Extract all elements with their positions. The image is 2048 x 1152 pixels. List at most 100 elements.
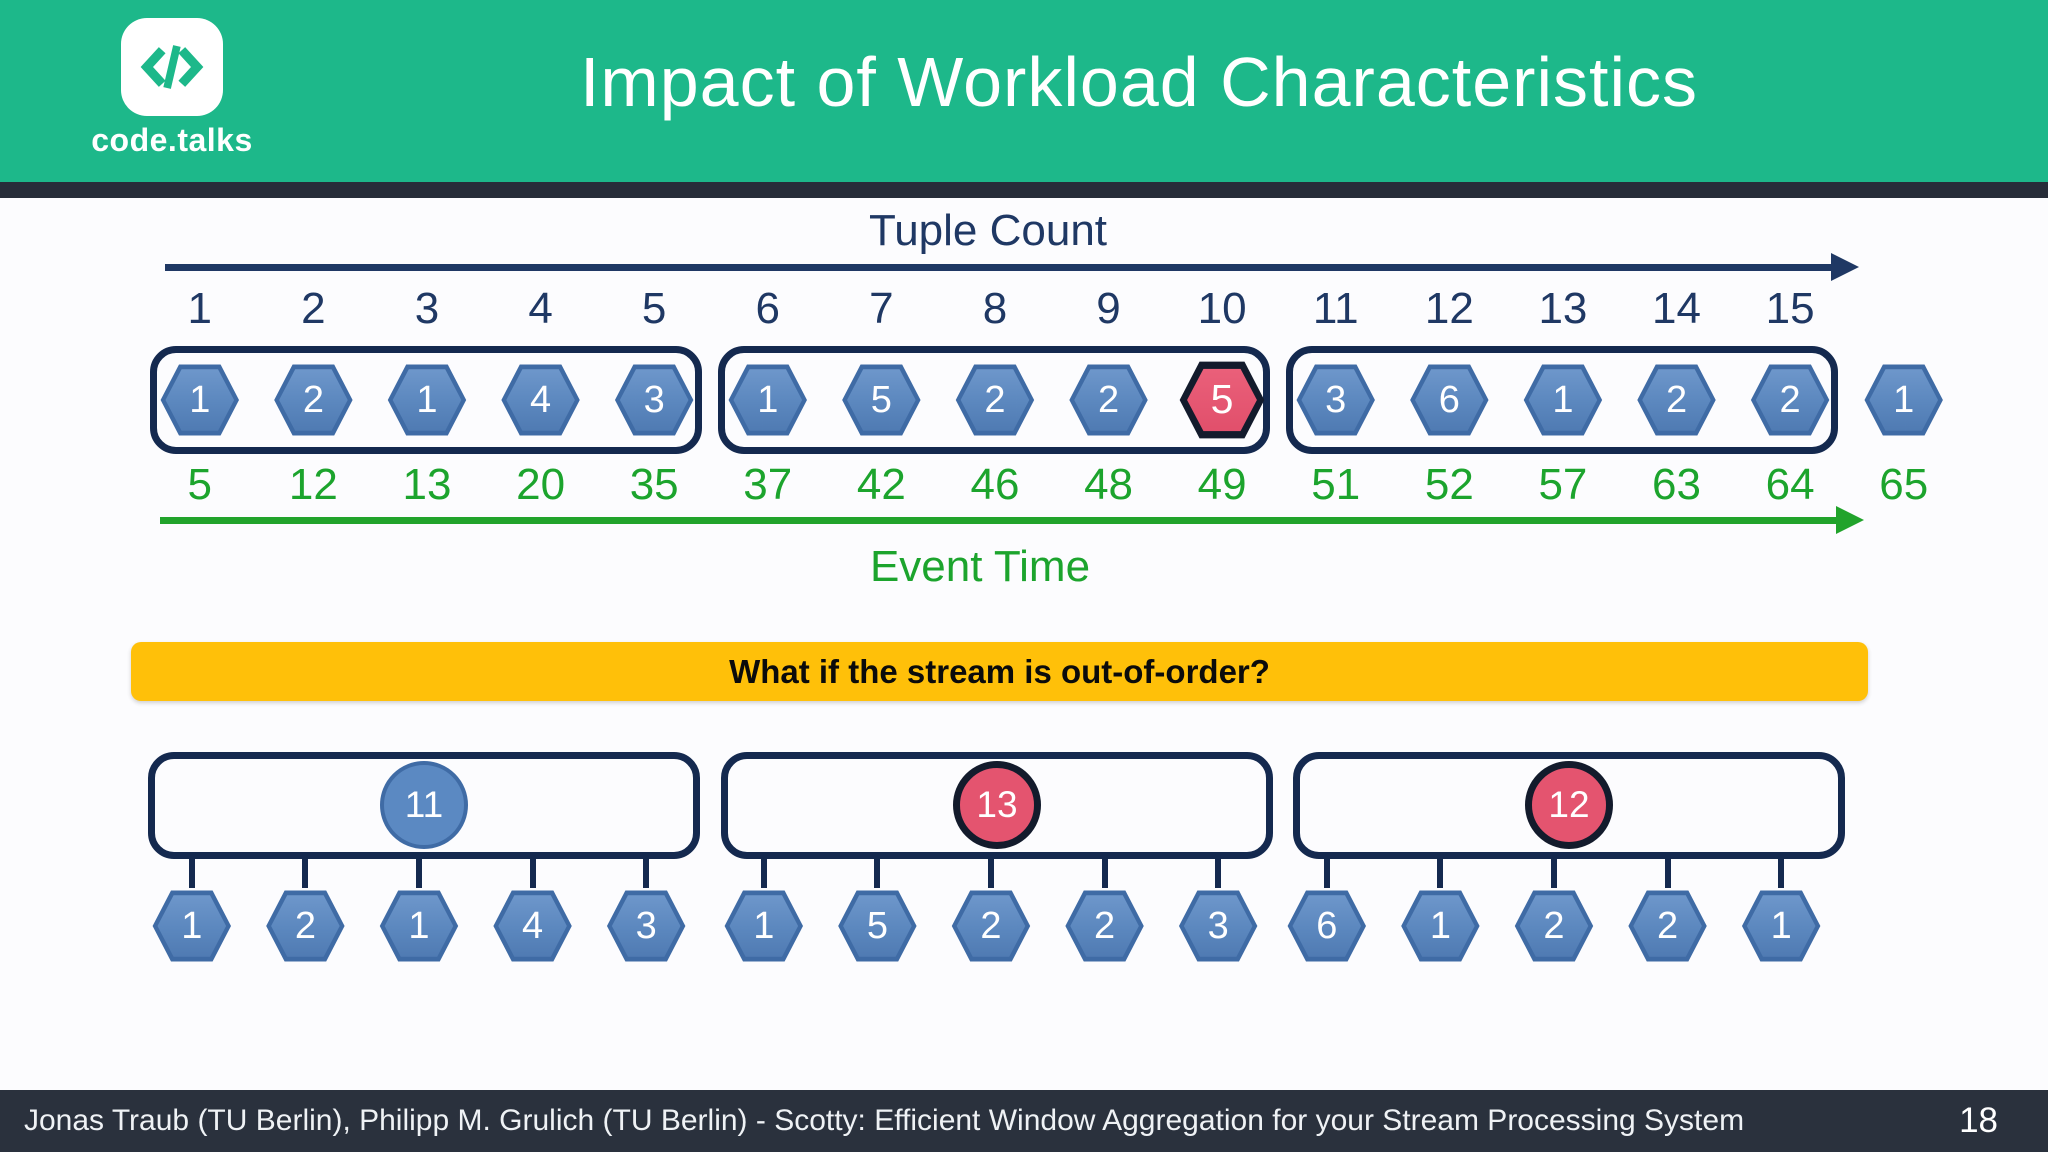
ooo-tuple-hexagon: 1 (1401, 890, 1480, 962)
ooo-tuple-value: 1 (408, 904, 430, 947)
ooo-window-3: 12 (1293, 752, 1845, 859)
tuple-hexagon-fill (1415, 369, 1484, 431)
ooo-tuple-slot: 5 (821, 857, 935, 966)
logo-text: code.talks (91, 122, 253, 158)
logo: code.talks (72, 18, 272, 159)
count-tick: 15 (1765, 284, 1815, 333)
ooo-tuple-slot: 1 (1724, 857, 1838, 966)
tuple-value: 3 (1325, 378, 1347, 421)
ooo-tuple-hexagon: 1 (724, 890, 803, 962)
ooo-tuple-slot: 1 (1384, 857, 1498, 966)
tuple-value: 2 (1097, 378, 1120, 421)
count-tick: 12 (1424, 284, 1474, 333)
ooo-tuple-value: 1 (181, 904, 203, 947)
event-time-value: 63 (1652, 460, 1701, 509)
tuple-value: 1 (1893, 378, 1915, 421)
count-tick: 1 (187, 284, 213, 333)
page-number: 18 (1959, 1101, 1998, 1140)
ooo-tuple-hexagon-fill (1070, 895, 1139, 957)
count-tick: 8 (982, 284, 1008, 333)
ooo-tuple-value: 2 (1543, 904, 1565, 947)
ooo-tuple-hexagon-fill (384, 895, 454, 957)
tuple-hexagon-fill (1528, 369, 1598, 431)
count-window-1 (150, 346, 702, 454)
tuple-slot: 1 (1506, 360, 1620, 440)
ooo-tuple-slot: 2 (1048, 857, 1162, 966)
event-time-value: 46 (970, 460, 1020, 509)
tuple-slot: 3 (1279, 360, 1393, 440)
event-time-value: 57 (1538, 460, 1588, 509)
footer-credits: Jonas Traub (TU Berlin), Philipp M. Grul… (24, 1104, 1745, 1137)
count-tick: 9 (1096, 284, 1121, 333)
ooo-tuple-hexagon-fill (1633, 895, 1702, 957)
count-tick: 5 (641, 284, 667, 333)
ooo-tuple-value: 1 (753, 904, 775, 947)
event-time-value: 13 (402, 460, 452, 509)
count-window-2 (718, 346, 1270, 454)
event-time-value: 49 (1197, 460, 1247, 509)
slide-title: Impact of Workload Characteristics (579, 43, 1699, 121)
tuple-hexagon-fill (1301, 369, 1371, 431)
tuple-hexagon: 1 (1523, 364, 1603, 436)
event-time-value: 37 (743, 460, 793, 509)
tuple-slot: 2 (938, 360, 1052, 440)
ooo-tuple-hexagon-fill (1183, 895, 1253, 957)
tuple-hexagon: 2 (1069, 364, 1148, 436)
tuple-hexagon: 1 (160, 364, 239, 436)
ooo-tuple-slot: 6 (1270, 857, 1384, 966)
ooo-tuple-slot: 2 (1497, 857, 1611, 966)
tuple-value: 2 (302, 378, 324, 421)
tuple-slot: 1 (1847, 360, 1961, 440)
tuple-hexagon-fill (506, 369, 575, 431)
ooo-tuple-slot: 3 (589, 857, 703, 966)
ooo-tuple-group-1: 1 2 1 4 (135, 857, 703, 966)
tuple-hexagon: 1 (728, 364, 807, 436)
ooo-tuple-hexagon: 2 (1628, 890, 1707, 962)
tuple-hexagon: 3 (1296, 364, 1375, 436)
ooo-tuple-value: 2 (1094, 904, 1116, 947)
tuple-value: 6 (1438, 378, 1460, 421)
event-time-value: 35 (629, 460, 679, 509)
code-brackets-icon (140, 45, 204, 89)
tuple-hexagon: 2 (1750, 364, 1830, 436)
count-tick: 10 (1197, 284, 1247, 333)
tuple-slot: 1 (711, 360, 825, 440)
ooo-tuple-hexagon-fill (157, 895, 227, 957)
ooo-tuple-hexagon: 5 (838, 890, 917, 962)
tuple-row: 1 2 1 4 (143, 360, 1961, 440)
ooo-tuple-value: 2 (294, 904, 316, 947)
event-time-value: 5 (187, 460, 213, 509)
ooo-tuple-slot: 1 (135, 857, 249, 966)
ooo-tuple-slot: 2 (1611, 857, 1725, 966)
header-divider (0, 182, 2048, 198)
tuple-slot: 5 (825, 360, 939, 440)
event-time-value: 52 (1424, 460, 1474, 509)
tuple-slot: 1 (370, 360, 484, 440)
tuple-value: 5 (870, 378, 892, 421)
ooo-tuple-value: 4 (522, 904, 544, 947)
tuple-hexagon: 2 (274, 364, 353, 436)
ooo-tuple-hexagon-fill (956, 895, 1026, 957)
event-time-value: 48 (1084, 460, 1134, 509)
count-tick: 6 (755, 284, 780, 333)
tuple-hexagon-fill (165, 369, 235, 431)
ooo-tuple-hexagon: 3 (606, 890, 686, 962)
ooo-tuple-slot: 2 (934, 857, 1048, 966)
tuple-slot: 3 (597, 360, 711, 440)
tuple-count-arrow (165, 253, 1859, 281)
count-tick (1847, 284, 1961, 340)
ooo-tuple-value: 6 (1316, 904, 1338, 947)
ooo-tuple-hexagon: 1 (152, 890, 231, 962)
tuple-hexagon-fill (733, 369, 803, 431)
tuple-hexagon: 5 (842, 364, 921, 436)
ooo-tuple-hexagon: 2 (951, 890, 1031, 962)
event-time-axis-label: Event Time (869, 542, 1091, 591)
tuple-hexagon-fill (1642, 369, 1711, 431)
tuple-slot: 6 (1393, 360, 1507, 440)
tuple-hexagon: 4 (501, 364, 580, 436)
count-window-3 (1286, 346, 1838, 454)
event-time-arrow (160, 506, 1864, 534)
ooo-tuple-hexagon: 3 (1178, 890, 1258, 962)
